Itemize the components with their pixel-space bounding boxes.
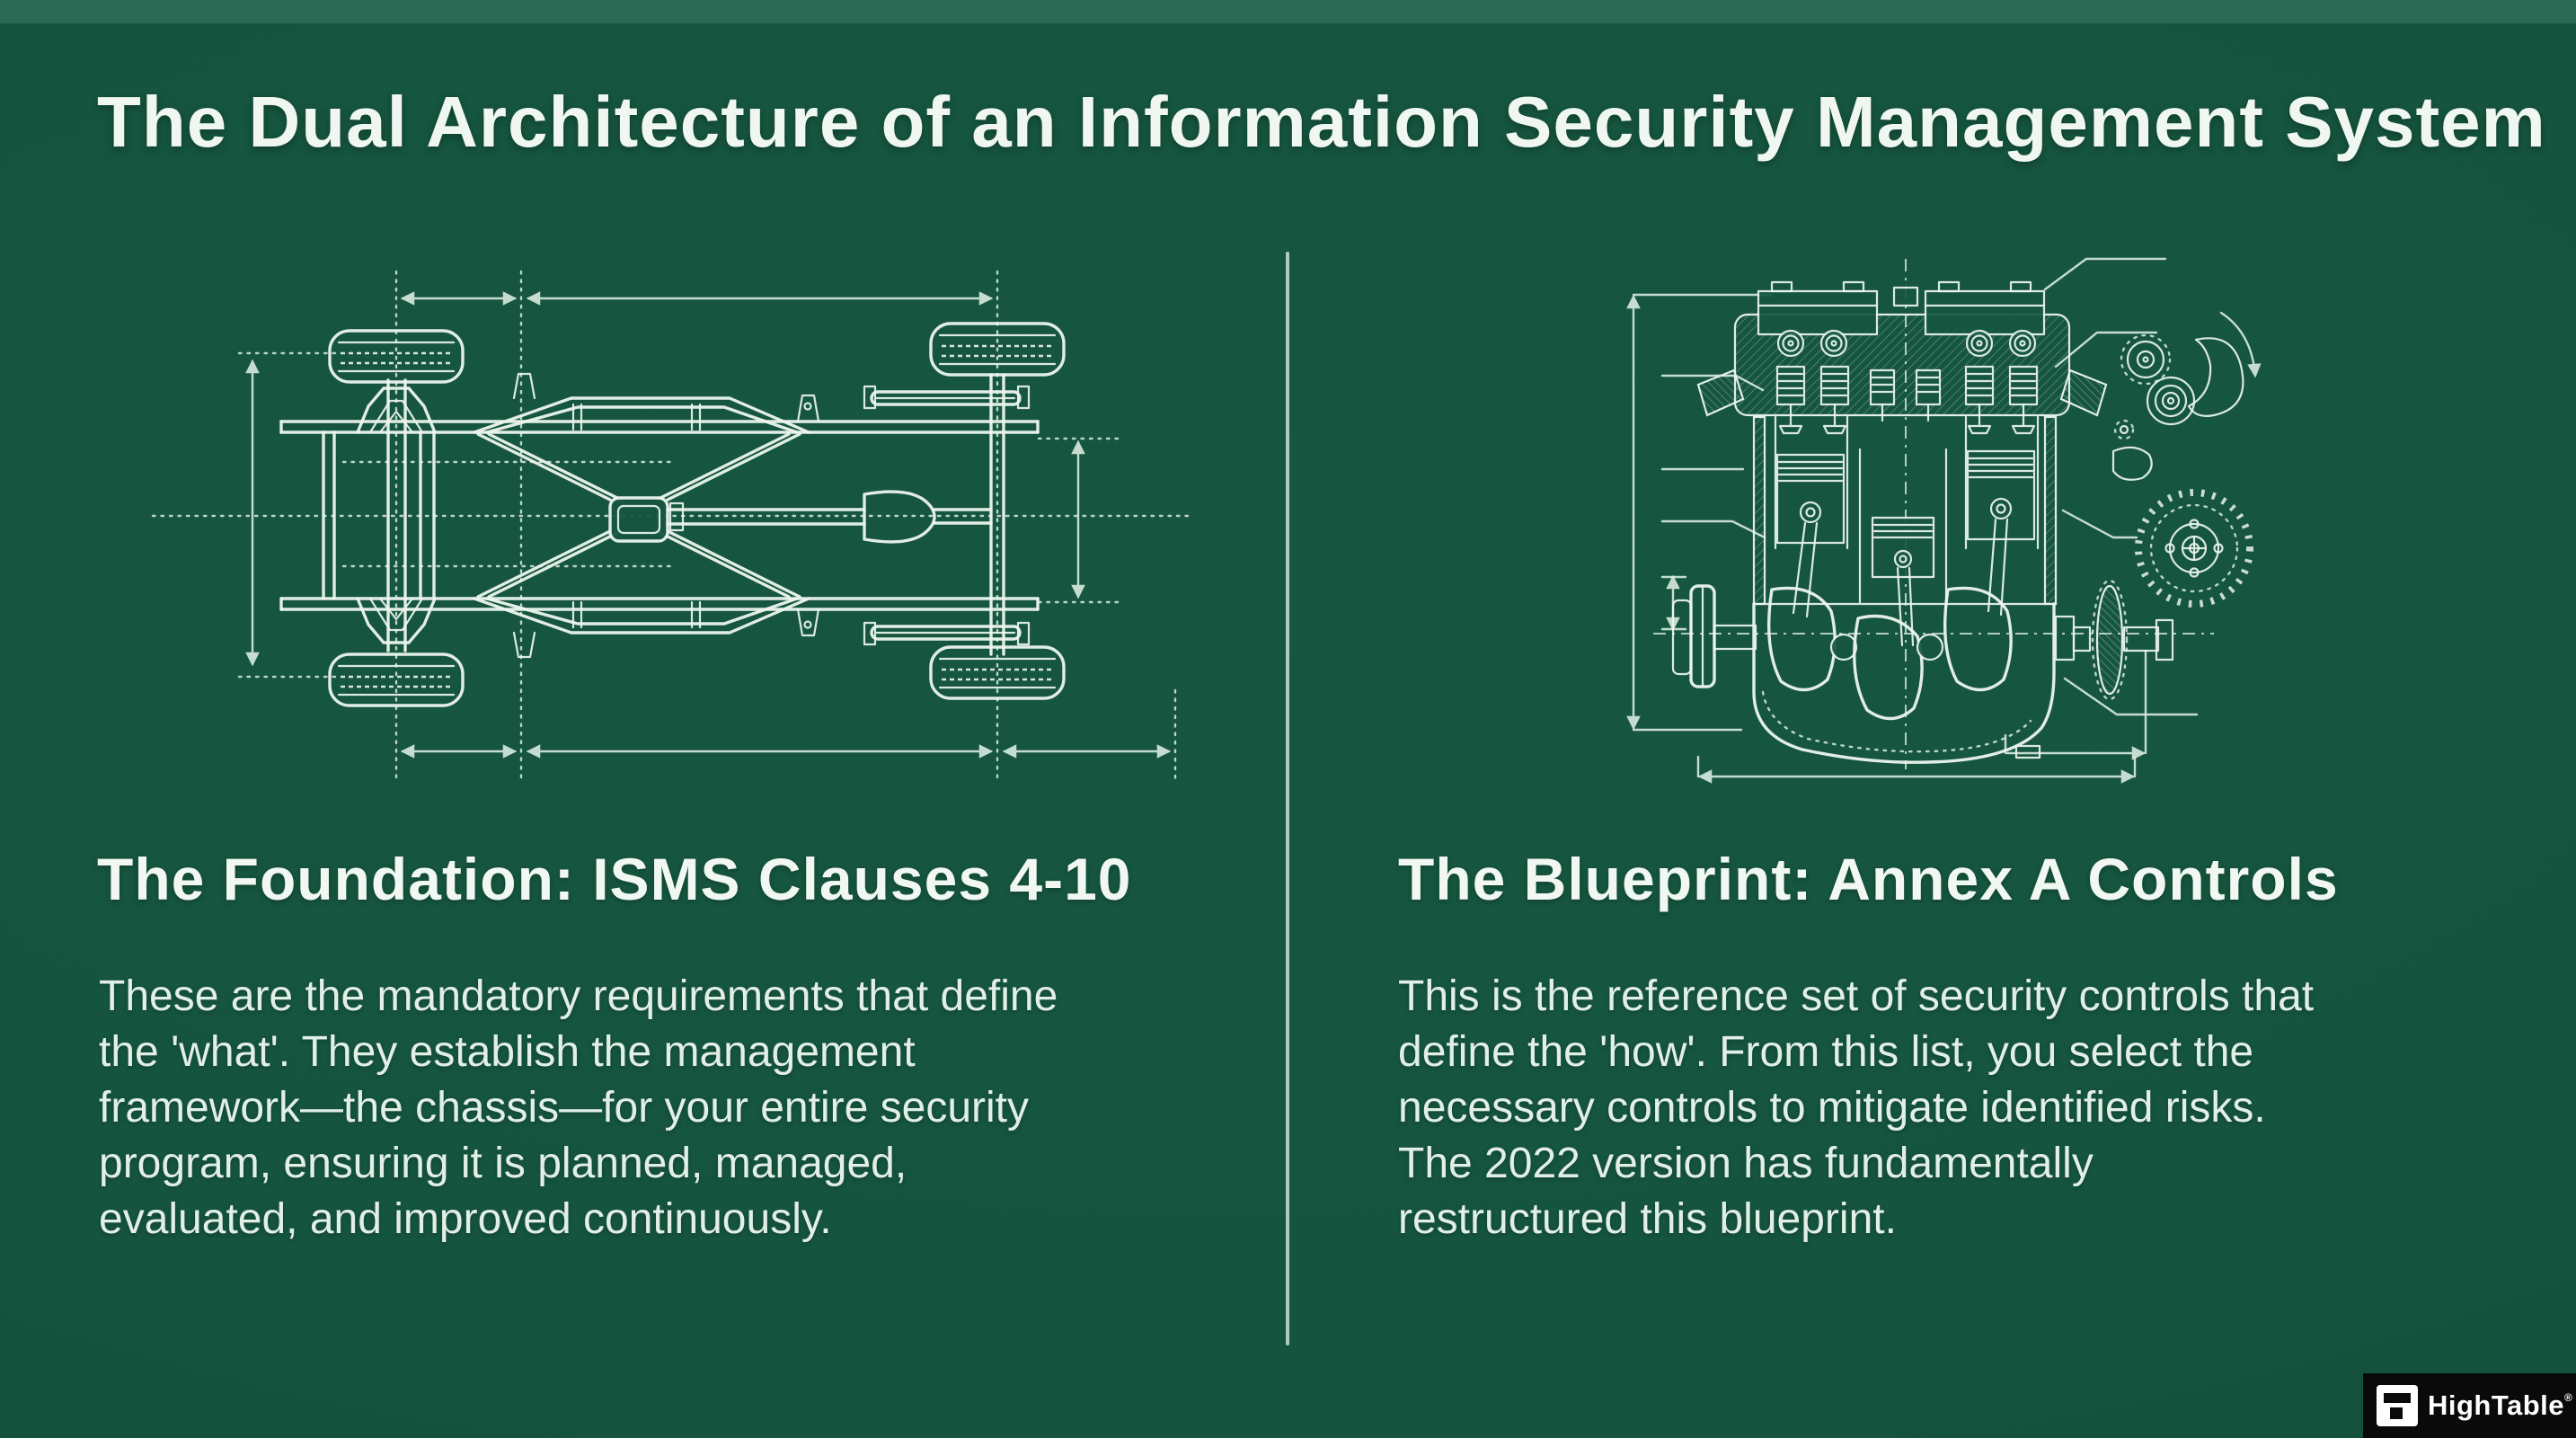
paragraph-line: restructured this blueprint. bbox=[1398, 1195, 1897, 1243]
right-column-paragraph: This is the reference set of security co… bbox=[1398, 969, 2314, 1247]
chassis-dimension-lines bbox=[245, 291, 1172, 759]
paragraph-line: These are the mandatory requirements tha… bbox=[99, 972, 1058, 1020]
paragraph-line: evaluated, and improved continuously. bbox=[99, 1195, 832, 1243]
crankshaft bbox=[1671, 579, 2174, 721]
valve-springs bbox=[1775, 365, 2039, 435]
chassis-centerlines bbox=[151, 270, 1192, 786]
page-title: The Dual Architecture of an Information … bbox=[97, 82, 2546, 162]
left-column-heading: The Foundation: ISMS Clauses 4-10 bbox=[97, 846, 1132, 912]
left-column-paragraph: These are the mandatory requirements tha… bbox=[99, 969, 1058, 1247]
paragraph-line: necessary controls to mitigate identifie… bbox=[1398, 1084, 2266, 1132]
chassis-wheels bbox=[328, 322, 1066, 707]
logo-wordmark: HighTable bbox=[2428, 1389, 2565, 1421]
chassis-frame bbox=[279, 372, 1040, 659]
paragraph-line: framework—the chassis—for your entire se… bbox=[99, 1084, 1029, 1132]
column-divider bbox=[1286, 252, 1289, 1345]
top-strip bbox=[0, 0, 2576, 23]
pistons bbox=[1775, 449, 2036, 579]
paragraph-line: The 2022 version has fundamentally bbox=[1398, 1140, 2094, 1187]
registered-trademark-symbol: ® bbox=[2564, 1391, 2573, 1404]
hightable-logo: HighTable® bbox=[2363, 1373, 2576, 1438]
engine-blueprint-illustration bbox=[1626, 257, 2262, 784]
paragraph-line: program, ensuring it is planned, managed… bbox=[99, 1140, 907, 1187]
paragraph-line: define the 'how'. From this list, you se… bbox=[1398, 1028, 2254, 1076]
engine-block bbox=[1671, 280, 2174, 764]
camshaft-detail-inset bbox=[2111, 311, 2262, 481]
chassis-blueprint-illustration bbox=[151, 270, 1192, 786]
hightable-logo-text: HighTable® bbox=[2428, 1389, 2572, 1422]
timing-sprocket-inset bbox=[2135, 489, 2253, 608]
paragraph-line: This is the reference set of security co… bbox=[1398, 972, 2315, 1020]
right-column-heading: The Blueprint: Annex A Controls bbox=[1398, 846, 2339, 912]
paragraph-line: the 'what'. They establish the managemen… bbox=[99, 1028, 916, 1076]
hightable-table-icon bbox=[2377, 1385, 2418, 1426]
